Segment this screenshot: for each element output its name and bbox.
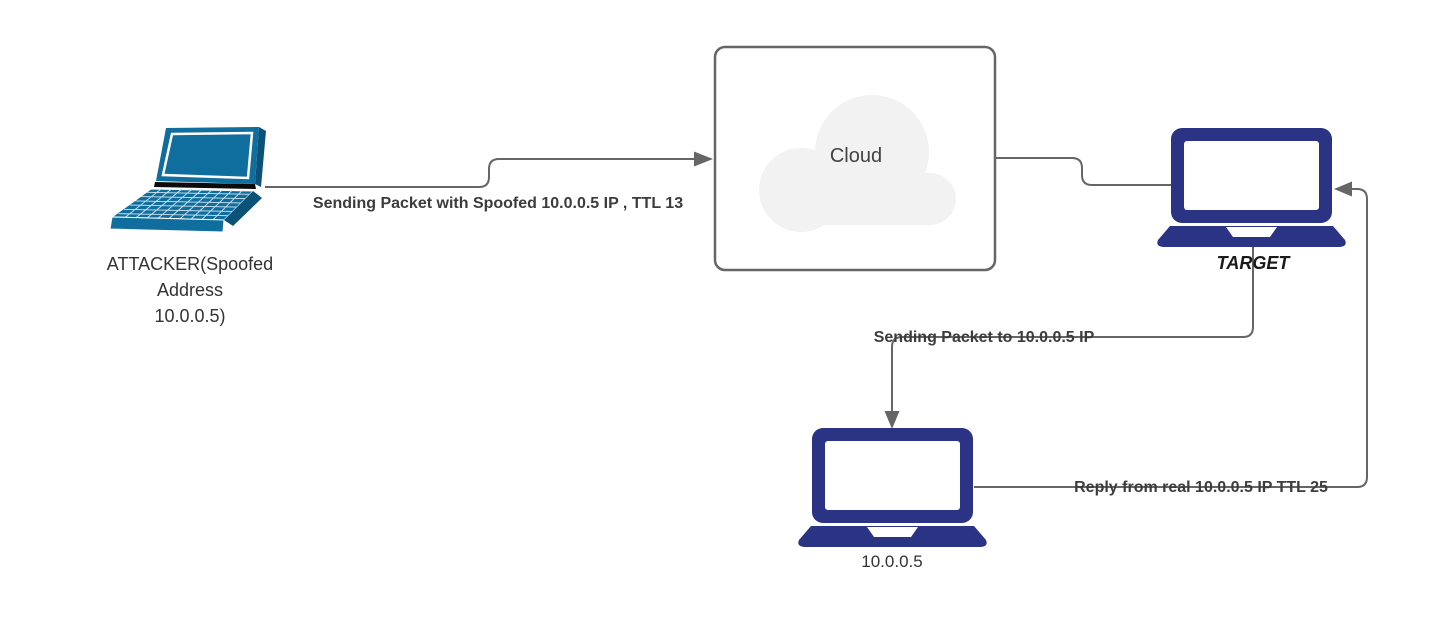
attacker-laptop-icon — [109, 127, 266, 233]
arrowhead-into-target-icon — [1334, 181, 1352, 197]
edge-label-layer: Sending Packet with Spoofed 10.0.0.5 IP … — [313, 195, 1328, 496]
target-label: TARGET — [1217, 253, 1292, 273]
attacker-label-line1: ATTACKER(Spoofed — [107, 254, 273, 274]
cloud-node-label: Cloud — [830, 145, 882, 167]
real-host-label: 10.0.0.5 — [861, 552, 922, 571]
edge-label-target-to-real-host: Sending Packet to 10.0.0.5 IP — [874, 329, 1095, 346]
edge-label-attacker-to-cloud: Sending Packet with Spoofed 10.0.0.5 IP … — [313, 195, 683, 212]
edge-target-to-real-host — [891, 247, 1254, 413]
cloud-icon — [759, 95, 956, 232]
edge-real-host-to-target — [974, 188, 1368, 488]
arrowhead-into-cloud-icon — [694, 151, 713, 167]
connector-layer — [265, 157, 1368, 488]
keyboard-grid — [118, 187, 249, 221]
target-laptop-icon — [1157, 128, 1346, 247]
attacker-label-line2: Address — [157, 280, 223, 300]
edge-cloud-to-target — [995, 157, 1171, 186]
arrowhead-layer — [694, 151, 1352, 429]
edge-label-real-host-to-target: Reply from real 10.0.0.5 IP TTL 25 — [1074, 479, 1328, 496]
edge-attacker-to-cloud — [265, 158, 696, 188]
real-host-laptop-icon — [798, 428, 987, 547]
arrowhead-into-real-host-icon — [884, 411, 900, 429]
attacker-label-line3: 10.0.0.5) — [154, 306, 225, 326]
node-label-layer: ATTACKER(Spoofed Address 10.0.0.5) TARGE… — [107, 253, 1292, 571]
